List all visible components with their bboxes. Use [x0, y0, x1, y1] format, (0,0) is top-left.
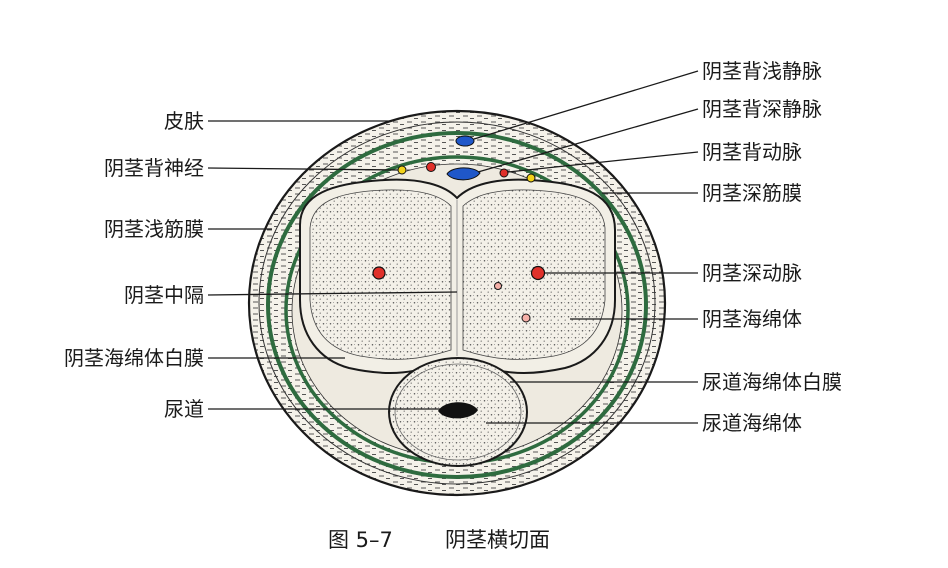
deep-artery-right: [532, 267, 545, 280]
vessel-small-2: [522, 314, 530, 322]
label-septum: 阴茎中隔: [124, 283, 204, 307]
superficial-dorsal-vein: [456, 136, 474, 146]
dorsal-nerve-right: [527, 174, 535, 182]
vessel-small-1: [495, 283, 502, 290]
label-tunica-albuginea-cs: 尿道海绵体白膜: [702, 370, 842, 394]
label-deep-fascia: 阴茎深筋膜: [702, 181, 802, 205]
label-deep-artery: 阴茎深动脉: [702, 261, 802, 285]
label-dorsal-nerve: 阴茎背神经: [104, 156, 204, 180]
dorsal-artery-right: [500, 169, 508, 177]
dorsal-artery-left: [427, 163, 436, 172]
label-skin: 皮肤: [164, 109, 204, 133]
label-corpus-spongiosum: 尿道海绵体: [702, 411, 802, 435]
label-superficial-fascia: 阴茎浅筋膜: [104, 217, 204, 241]
label-superficial-dorsal-vein: 阴茎背浅静脉: [702, 59, 822, 83]
label-tunica-albuginea-cc: 阴茎海绵体白膜: [64, 346, 204, 370]
label-corpus-cavernosum: 阴茎海绵体: [702, 307, 802, 331]
dorsal-nerve-left: [398, 166, 406, 174]
figure-title: 阴茎横切面: [445, 528, 550, 552]
leader-superficial-dorsal-vein: [474, 71, 698, 139]
figure-number: 图 5–7: [328, 528, 393, 552]
label-dorsal-artery: 阴茎背动脉: [702, 140, 802, 164]
label-deep-dorsal-vein: 阴茎背深静脉: [702, 97, 822, 121]
label-urethra: 尿道: [164, 397, 204, 421]
deep-artery-left: [373, 267, 385, 279]
